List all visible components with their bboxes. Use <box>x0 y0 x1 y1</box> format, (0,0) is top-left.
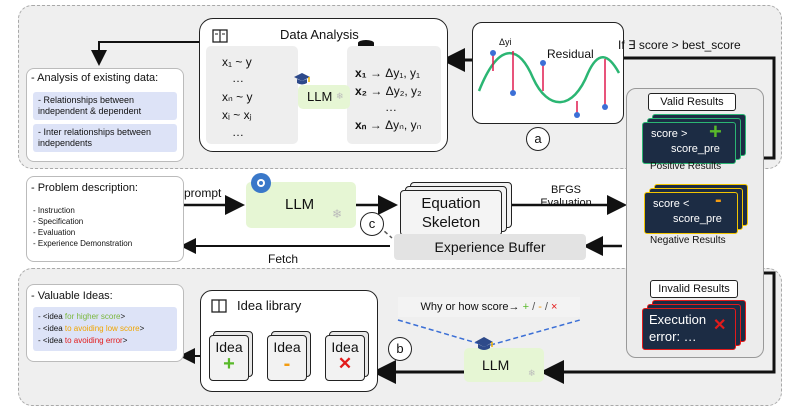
equation-line-2: Skeleton <box>421 214 481 231</box>
map-line-1: x₁ → Δy₁, y₁ <box>355 66 421 80</box>
ideas-title: - Valuable Ideas: <box>31 290 113 302</box>
problem-title: - Problem description: <box>31 182 138 194</box>
q-cross: × <box>551 301 558 313</box>
positive-card: score > score_pre + <box>642 119 736 164</box>
idea-card-error: Idea ✕ <box>325 335 365 381</box>
invalid-card: Execution error: … ✕ <box>642 308 736 350</box>
analysis-box: - Analysis of existing data: - Relations… <box>26 68 184 162</box>
positive-text-1: score > <box>651 128 688 140</box>
idea-card-negative-label: Idea <box>273 339 301 355</box>
residual-plot <box>477 50 621 118</box>
problem-item-2: - Specification <box>33 217 84 226</box>
bfgs-line-1: BFGS <box>551 184 581 196</box>
idea-card-negative: Idea - <box>267 335 307 381</box>
circle-c-label: c <box>368 216 376 231</box>
arrow-results-to-bottom-llm <box>540 271 776 384</box>
cross-icon: ✕ <box>337 354 353 373</box>
idea-item-1: - <idea for higher score> <box>38 312 126 321</box>
idea-item-2: - <idea to avoiding low score> <box>38 324 145 333</box>
corr-line-3: xₙ ~ y <box>222 90 253 104</box>
main-llm-label: LLM <box>285 196 315 213</box>
negative-label: Negative Results <box>650 235 726 246</box>
corr-line-2: … <box>232 71 244 85</box>
book-icon <box>212 29 228 43</box>
delta-label: Δyi <box>499 37 512 47</box>
idea-item-3: - <idea to avoiding error> <box>38 336 128 345</box>
analysis-item-1: - Relationships between independent & de… <box>33 92 177 120</box>
snowflake-icon: ❄ <box>528 368 536 378</box>
problem-box: - Problem description: - Instruction - S… <box>26 176 184 262</box>
data-analysis-box: Data Analysis x₁ ~ y … xₙ ~ y xᵢ ~ xⱼ … … <box>199 18 448 152</box>
equation-skeleton: Equation Skeleton <box>400 190 502 236</box>
bfgs-label: BFGS Evaluation <box>536 184 596 210</box>
corr-line-4: xᵢ ~ xⱼ <box>222 108 252 122</box>
circle-c: c <box>360 212 384 236</box>
book-icon <box>211 299 227 313</box>
map-line-3: … <box>385 100 397 114</box>
grad-cap-icon <box>474 336 494 352</box>
snowflake-icon: ❄ <box>332 207 343 221</box>
map-line-2: x₂ → Δy₂, y₂ <box>355 84 422 98</box>
corr-line-1: x₁ ~ y <box>222 55 252 69</box>
plus-icon: + <box>223 353 235 375</box>
idea-library-box: Idea library Idea + Idea - Idea ✕ <box>200 290 378 392</box>
circle-b-label: b <box>396 341 404 356</box>
residual-label: Residual <box>547 47 594 61</box>
invalid-text-1: Execution <box>649 312 707 327</box>
invalid-results-title: Invalid Results <box>650 280 738 298</box>
minus-icon: - <box>715 189 722 211</box>
ideas-box: - Valuable Ideas: - <idea for higher sco… <box>26 284 184 362</box>
idea-library-title: Idea library <box>237 298 302 313</box>
idea-card-positive-label: Idea <box>215 339 243 355</box>
data-analysis-title: Data Analysis <box>280 27 359 42</box>
equation-line-1: Equation <box>421 195 481 212</box>
grad-cap-icon <box>293 72 311 86</box>
arrow-analysis-to-summary <box>91 41 199 66</box>
prompt-label: prompt <box>184 186 222 200</box>
q-plus: + <box>522 301 530 313</box>
circle-a: a <box>526 127 550 151</box>
idea-card-error-label: Idea <box>331 339 359 355</box>
experience-buffer: Experience Buffer <box>394 234 586 260</box>
residual-box: Δyi Residual <box>472 22 624 124</box>
plus-icon: + <box>709 119 722 144</box>
problem-item-4: - Experience Demonstration <box>33 239 133 248</box>
valid-results-title: Valid Results <box>648 93 736 111</box>
snowflake-icon: ❄ <box>336 91 344 101</box>
circle-a-label: a <box>534 131 542 146</box>
q-minus: - <box>538 301 542 313</box>
correlation-panel: x₁ ~ y … xₙ ~ y xᵢ ~ xⱼ … <box>206 46 298 144</box>
circle-b: b <box>388 337 412 361</box>
negative-card: score < score_pre - <box>644 189 738 234</box>
corr-line-5: … <box>232 125 244 139</box>
analysis-title: - Analysis of existing data: <box>31 72 159 84</box>
fetch-label: Fetch <box>268 252 299 266</box>
problem-item-3: - Evaluation <box>33 228 76 237</box>
brain-gear-icon <box>250 172 272 194</box>
minus-icon: - <box>283 353 291 375</box>
positive-text-2: score_pre <box>671 143 720 155</box>
analysis-llm-label: LLM <box>307 89 333 104</box>
question-label: Why or how score→ + / - / × <box>398 297 580 317</box>
map-line-4: xₙ → Δyₙ, yₙ <box>355 118 422 132</box>
bottom-llm-label: LLM <box>482 357 510 373</box>
invalid-text-2: error: … <box>649 329 697 344</box>
bfgs-line-2: Evaluation <box>540 197 592 209</box>
bottom-llm: LLM ❄ <box>464 348 544 382</box>
idea-card-positive: Idea + <box>209 335 249 381</box>
negative-text-1: score < <box>653 198 690 210</box>
residual-mapping-panel: x₁ → Δy₁, y₁ x₂ → Δy₂, y₂ … xₙ → Δyₙ, yₙ <box>347 46 441 144</box>
problem-item-1: - Instruction <box>33 206 75 215</box>
cross-icon: ✕ <box>713 317 727 334</box>
negative-text-2: score_pre <box>673 213 722 225</box>
condition-label: If ∃ score > best_score <box>618 38 741 52</box>
analysis-llm: LLM ❄ <box>298 85 350 109</box>
ideas-list: - <idea for higher score> - <idea to avo… <box>33 307 177 351</box>
analysis-item-2: - Inter relationships between independen… <box>33 124 177 152</box>
positive-label: Positive Results <box>650 161 722 172</box>
